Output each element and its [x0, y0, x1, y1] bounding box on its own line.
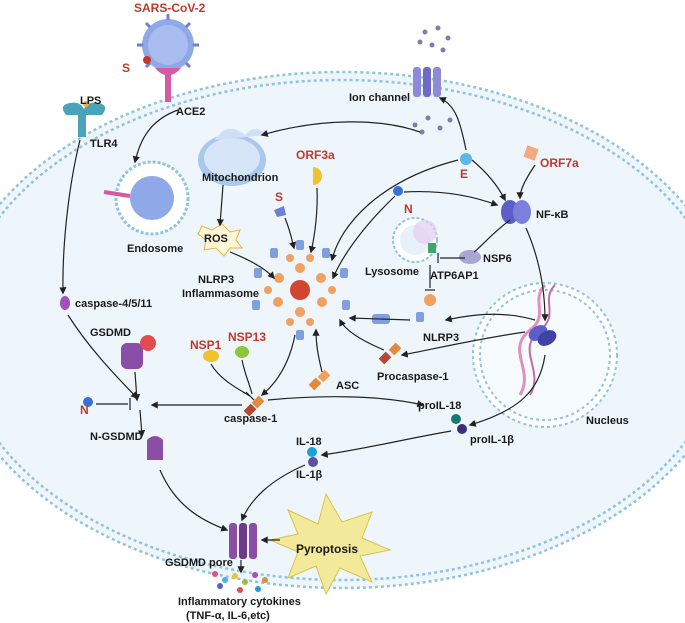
caspase-1-icon — [243, 395, 265, 417]
orf7a-icon — [523, 145, 539, 161]
label-endosome: Endosome — [127, 243, 183, 255]
label-s-mid: S — [275, 190, 283, 204]
mitochondrion — [198, 128, 267, 186]
label-nf-kb: NF-κB — [536, 209, 568, 221]
gsdmd-pore-icon — [229, 523, 257, 559]
pyroptosis-burst-icon — [268, 492, 392, 596]
label-gsdmd: GSDMD — [90, 327, 131, 339]
inhibition-lines — [96, 253, 465, 410]
label-ion-channel: Ion channel — [349, 92, 410, 104]
label-orf7a: ORF7a — [540, 156, 579, 170]
label-nsp6: NSP6 — [483, 253, 512, 265]
label-ace2: ACE2 — [176, 106, 205, 118]
label-lysosome: Lysosome — [365, 266, 419, 278]
label-n-gsdmd: N-GSDMD — [90, 431, 143, 443]
n-protein-left-icon — [83, 397, 93, 407]
label-cytokines-line2: (TNF-α, IL-6,etc) — [186, 610, 270, 622]
label-procaspase-1: Procaspase-1 — [377, 371, 449, 383]
endosome — [103, 160, 190, 236]
label-caspase-4-5-11: caspase-4/5/11 — [75, 298, 152, 310]
label-cytokines-line1: Inflammatory cytokines — [178, 596, 301, 608]
label-proil-18: proIL-18 — [418, 400, 461, 412]
il-1b-icon — [308, 457, 318, 467]
nsp13-icon — [235, 346, 249, 358]
label-tlr4: TLR4 — [90, 138, 118, 150]
cytokine-dots — [212, 571, 268, 593]
label-nlrp3-inflammasome-line2: Inflammasome — [182, 288, 259, 300]
label-asc: ASC — [336, 380, 359, 392]
label-n-top: N — [404, 202, 413, 216]
tlr4-receptor-icon — [62, 101, 106, 137]
label-nucleus: Nucleus — [586, 415, 629, 427]
label-proil-1b: proIL-1β — [470, 434, 514, 446]
label-pyroptosis: Pyroptosis — [296, 542, 358, 556]
n-protein-icon — [393, 186, 403, 196]
gsdmd-icon — [121, 335, 156, 369]
pathway-arrows — [59, 97, 549, 574]
label-atp6ap1: ATP6AP1 — [430, 270, 479, 282]
caspase-4-5-11-icon — [60, 296, 70, 310]
proil-18-icon — [451, 414, 461, 424]
label-s-spike: S — [122, 61, 130, 75]
label-orf3a: ORF3a — [296, 148, 335, 162]
label-nsp13: NSP13 — [228, 330, 266, 344]
sars-cov-2-virus-icon — [137, 14, 199, 102]
proil-1b-icon — [457, 424, 467, 434]
nlrp3-inflammasome-icon — [252, 240, 350, 340]
label-nsp1: NSP1 — [190, 338, 222, 352]
label-il-18: IL-18 — [296, 436, 322, 448]
nsp1-icon — [203, 350, 219, 362]
label-caspase-1: caspase-1 — [224, 413, 277, 425]
label-lps: LPS — [80, 95, 101, 107]
lysosome — [392, 217, 438, 263]
ion-channel-icon — [412, 25, 453, 135]
il-18-icon — [307, 447, 317, 457]
procaspase-1-icon — [378, 342, 402, 365]
label-il-1b: IL-1β — [296, 469, 323, 481]
n-gsdmd-icon — [147, 436, 163, 460]
nf-kb-icon — [501, 200, 531, 224]
label-nlrp3-inflammasome-line1: NLRP3 — [198, 274, 234, 286]
orf3a-icon — [313, 167, 322, 185]
s-protein-icon — [274, 206, 286, 217]
label-mitochondrion: Mitochondrion — [202, 172, 279, 184]
label-nlrp3: NLRP3 — [423, 332, 459, 344]
asc-icon — [308, 369, 331, 391]
label-e: E — [460, 167, 468, 181]
label-ros: ROS — [204, 233, 228, 245]
nsp6-icon — [459, 250, 481, 264]
label-n-left: N — [80, 403, 89, 417]
label-sars-cov-2: SARS-CoV-2 — [134, 1, 206, 15]
e-protein-icon — [460, 153, 472, 165]
label-gsdmd-pore: GSDMD pore — [165, 557, 233, 569]
